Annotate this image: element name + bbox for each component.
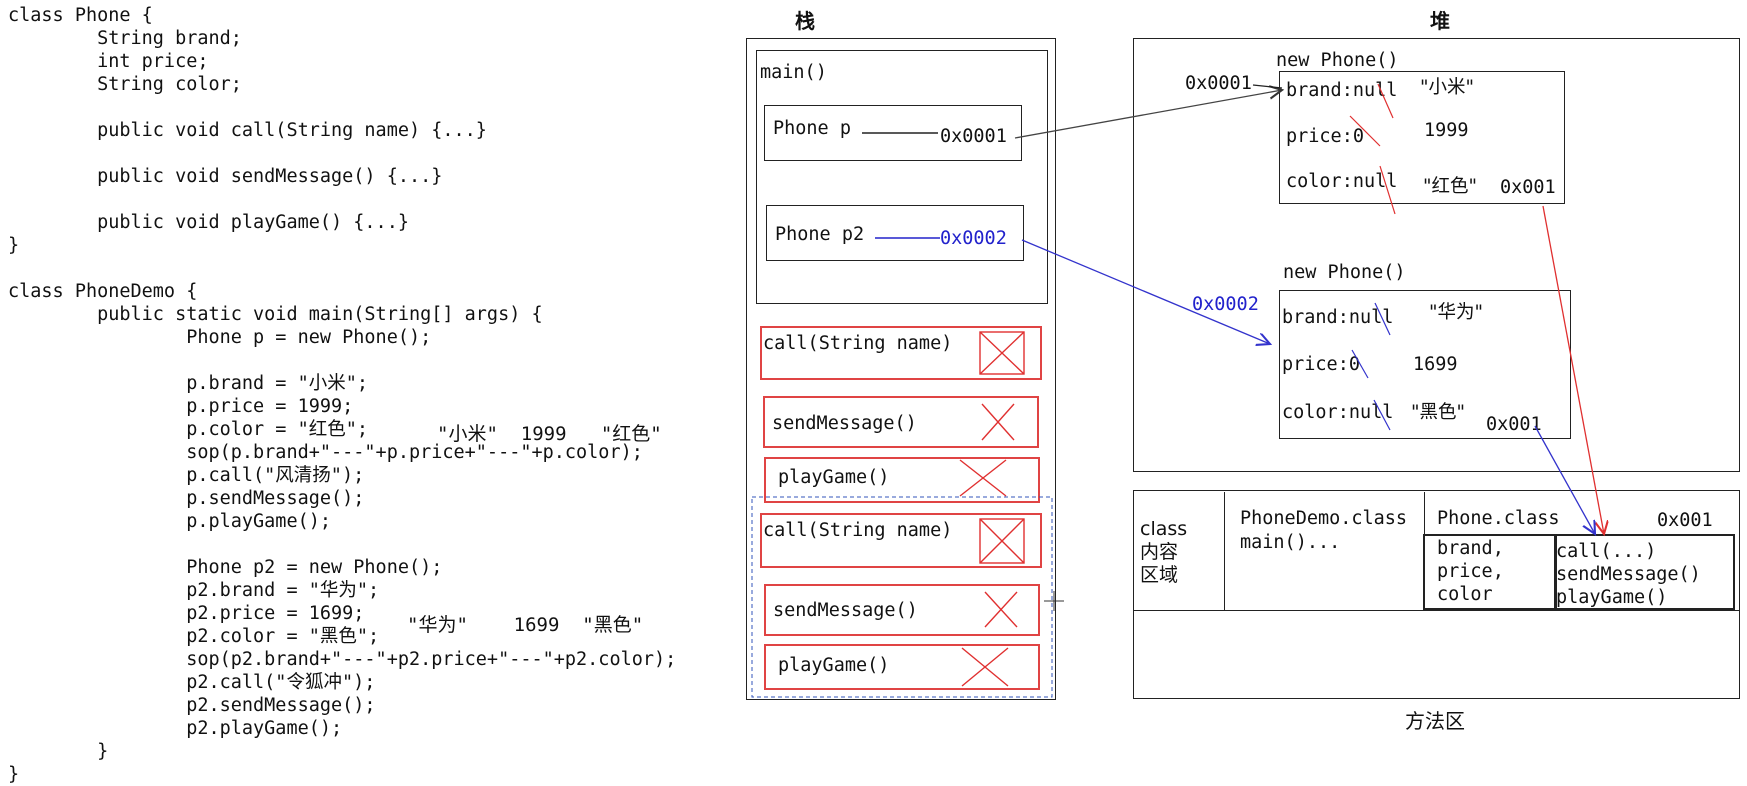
var-p2-label: Phone p2 <box>775 224 865 245</box>
var-p2-address: 0x0002 <box>940 228 1007 249</box>
phone-fields: brand, price, color <box>1437 538 1504 605</box>
var-p2-box <box>766 205 1024 261</box>
obj2-address: 0x0002 <box>1192 294 1259 315</box>
phone-methods: call(...) sendMessage() playGame() <box>1556 541 1701 608</box>
stack-title: 栈 <box>795 9 815 33</box>
output-p2: "华为" 1699 "黑色" <box>407 614 644 636</box>
method-frame-label: sendMessage() <box>772 413 917 434</box>
obj1-color-value: "红色" <box>1423 176 1478 197</box>
obj2-price-value: 1699 <box>1413 354 1458 375</box>
phone-fields-box <box>1423 534 1556 610</box>
obj2-color-value: "黑色" <box>1411 402 1466 423</box>
obj1-brand: brand:null <box>1286 80 1398 101</box>
method-frame-label: playGame() <box>778 655 890 676</box>
method-frame-label: call(String name) <box>763 520 953 541</box>
obj2-brand-value: "华为" <box>1429 302 1484 323</box>
main-frame-label: main() <box>760 62 827 83</box>
obj1-method-ref: 0x001 <box>1500 177 1556 198</box>
obj2-header: new Phone() <box>1283 262 1406 283</box>
output-p: "小米" 1999 "红色" <box>437 423 662 445</box>
phone-methods-box <box>1555 534 1735 610</box>
phonedemo-main: main()... <box>1240 532 1341 553</box>
obj1-address: 0x0001 <box>1185 73 1252 94</box>
obj1-price: price:0 <box>1286 126 1364 147</box>
phone-object-2 <box>1279 290 1571 439</box>
var-p-address: 0x0001 <box>940 126 1007 147</box>
phone-class-address: 0x001 <box>1657 510 1713 531</box>
phonedemo-class: PhoneDemo.class <box>1240 508 1408 529</box>
phone-class: Phone.class <box>1437 508 1560 529</box>
phone-object-1 <box>1279 71 1565 204</box>
obj1-brand-value: "小米" <box>1420 77 1475 98</box>
method-area-row <box>1133 490 1740 611</box>
source-code: class Phone { String brand; int price; S… <box>8 5 677 785</box>
main-frame <box>756 50 1048 304</box>
obj1-color: color:null <box>1286 171 1398 192</box>
heap-title: 堆 <box>1430 9 1450 33</box>
var-p-label: Phone p <box>773 118 851 139</box>
divider <box>1224 492 1225 610</box>
obj2-brand: brand:null <box>1282 307 1394 328</box>
method-frame-label: call(String name) <box>763 333 953 354</box>
method-area-title: 方法区 <box>1405 709 1465 733</box>
obj2-method-ref: 0x001 <box>1486 414 1542 435</box>
method-frame-label: playGame() <box>778 467 890 488</box>
obj2-price: price:0 <box>1282 354 1360 375</box>
obj1-header: new Phone() <box>1276 50 1399 71</box>
class-area-label: class 内容 区域 <box>1140 518 1188 586</box>
method-frame-label: sendMessage() <box>773 600 918 621</box>
obj2-color: color:null <box>1282 402 1394 423</box>
obj1-price-value: 1999 <box>1424 120 1469 141</box>
